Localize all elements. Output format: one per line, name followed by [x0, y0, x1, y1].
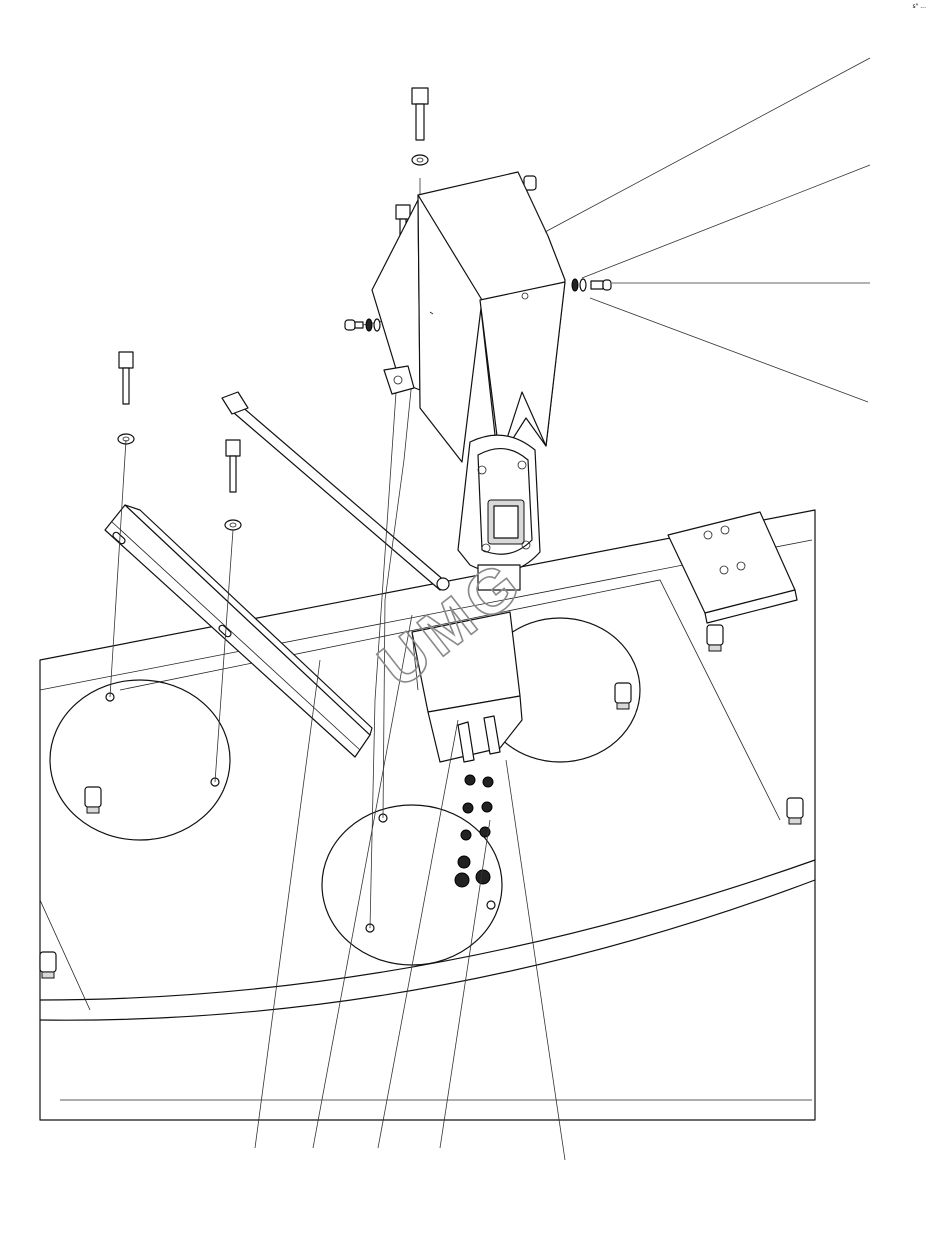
reader-unit: [457, 434, 541, 591]
deck-mount-block: [667, 511, 798, 624]
bolt-left-b: [224, 439, 242, 531]
callout-leaders-bottom: [254, 614, 566, 1161]
sensor-hood: [417, 171, 566, 463]
stacked-nuts: [454, 774, 494, 888]
leader-5: [254, 659, 321, 1149]
bolt-left-a: [117, 351, 135, 445]
leader-7: [377, 719, 459, 1149]
leader-1: [544, 57, 871, 233]
leader-2: [581, 164, 871, 279]
corner-code: s" ...: [912, 3, 926, 10]
leader-8: [439, 819, 491, 1149]
cutout-left: [49, 679, 231, 841]
angle-rail: [104, 504, 373, 758]
rear-mount-plate: [371, 199, 421, 395]
deck-cap-screws: [39, 175, 804, 979]
leader-6: [312, 614, 413, 1149]
callout-leaders-right: [544, 57, 871, 403]
leader-4: [589, 297, 869, 403]
screw-left: [344, 318, 381, 332]
hood-side-screws: [344, 278, 612, 332]
cutout-center: [321, 804, 503, 966]
screw-right: [571, 278, 612, 292]
circular-cutouts: [49, 617, 641, 966]
leader-9: [505, 759, 566, 1161]
bolt-top-center: [411, 87, 429, 166]
lower-clip-bracket: [411, 611, 523, 763]
support-rod: [221, 391, 450, 591]
